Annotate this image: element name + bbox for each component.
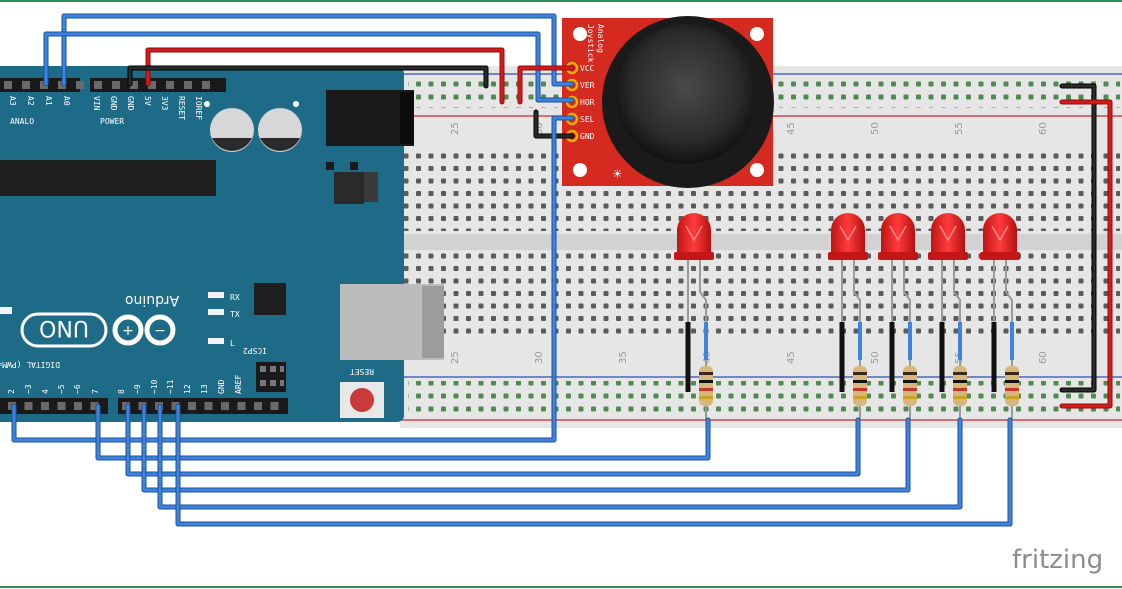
analog-pin-label: A2: [26, 96, 35, 106]
digital-pin-label: AREF: [234, 375, 243, 394]
voltage-regulator: [334, 172, 364, 204]
digital-pin-label: 7: [91, 389, 100, 394]
column-number: 60: [1038, 122, 1049, 135]
column-number: 35: [618, 351, 629, 364]
digital-section-label: DIGITAL (PWM=~): [0, 360, 60, 369]
column-number: 25: [450, 351, 461, 364]
joystick-pin-label: GND: [580, 132, 595, 141]
analog-joystick-module: Analog Joystick VCC VER HOR SEL GND ☀: [562, 16, 774, 188]
joystick-pin-label: VER: [580, 81, 595, 90]
reset-label: RESET: [350, 367, 374, 376]
digital-pin-label: ~10: [150, 379, 159, 394]
led-red: [931, 213, 965, 256]
digital-pin-label: ~3: [24, 384, 33, 394]
l-label: L: [230, 339, 235, 348]
column-number: 45: [786, 351, 797, 364]
column-number: 50: [870, 351, 881, 364]
digital-pin-label: ~9: [133, 384, 142, 394]
column-number: 30: [534, 351, 545, 364]
led-assembly: [674, 213, 714, 420]
digital-pin-label: 2: [7, 389, 16, 394]
power-section-label: POWER: [100, 117, 124, 126]
led-red: [983, 213, 1017, 256]
l-led: [208, 338, 224, 344]
arduino-brand: Arduino: [125, 292, 179, 308]
joystick-pin-label: SEL: [580, 115, 595, 124]
analog-pin-label: A3: [8, 96, 17, 106]
led-assembly: [980, 213, 1020, 420]
arduino-logo: Arduino + −: [112, 292, 179, 346]
led-assembly: [878, 213, 918, 420]
joystick-title-1: Analog: [596, 24, 605, 53]
digital-pin-label: ~5: [57, 384, 66, 394]
led-red: [677, 213, 711, 256]
digital-pin-label: 13: [200, 384, 209, 394]
power-pin-label: 5V: [143, 96, 152, 106]
digital-pin-label: ~6: [73, 384, 82, 394]
power-pin-label: VIN: [92, 96, 101, 111]
joystick-knob[interactable]: [616, 24, 756, 164]
svg-text:−: −: [154, 323, 166, 339]
analog-pin-label: A1: [44, 96, 53, 106]
terminal-strip-bottom: [404, 253, 1120, 337]
led-red: [831, 213, 865, 256]
tx-led: [208, 309, 224, 315]
digital-pin-label: 12: [183, 384, 192, 394]
column-number: 60: [1038, 351, 1049, 364]
column-number: 25: [450, 122, 461, 135]
microcontroller-chip: [0, 160, 216, 196]
uno-text: UNO: [39, 315, 89, 340]
power-pin-label: 3V3: [160, 96, 169, 111]
power-pin-label: IOREF: [194, 96, 203, 120]
column-number: 50: [870, 122, 881, 135]
digital-pin-label: 4: [41, 389, 50, 394]
rx-label: RX: [230, 293, 240, 302]
joystick-title-2: Joystick: [586, 24, 595, 63]
tx-label: TX: [230, 310, 240, 319]
uno-badge: [20, 312, 108, 348]
column-number: 30: [534, 122, 545, 135]
digital-pin-label: 8: [117, 389, 126, 394]
icsp-label: ICSP2: [243, 346, 267, 355]
usb-chip: [254, 283, 286, 315]
joystick-pin-label: VCC: [580, 64, 595, 73]
analog-pin-label: A0: [62, 96, 71, 106]
power-pin-label: GND: [126, 96, 135, 111]
column-number: 55: [954, 122, 965, 135]
power-pin-label: RESET: [177, 96, 186, 120]
svg-text:☀: ☀: [612, 167, 623, 181]
joystick-pin-label: HOR: [580, 98, 595, 107]
rx-led: [208, 292, 224, 298]
svg-text:+: +: [122, 323, 134, 339]
led-assembly: [928, 213, 968, 420]
bottom-power-rail: [408, 381, 1120, 413]
dc-power-jack: [326, 90, 414, 146]
fritzing-watermark: fritzing: [1012, 545, 1103, 575]
leds-group: [674, 213, 1020, 420]
column-number: 45: [786, 122, 797, 135]
digital-pin-label: GND: [217, 379, 226, 394]
digital-pin-label: ~11: [166, 379, 175, 394]
analog-section-label: ANALO: [10, 117, 34, 126]
led-assembly: [828, 213, 868, 420]
led-red: [881, 213, 915, 256]
wires: [11, 13, 1113, 527]
power-pin-label: GND: [109, 96, 118, 111]
